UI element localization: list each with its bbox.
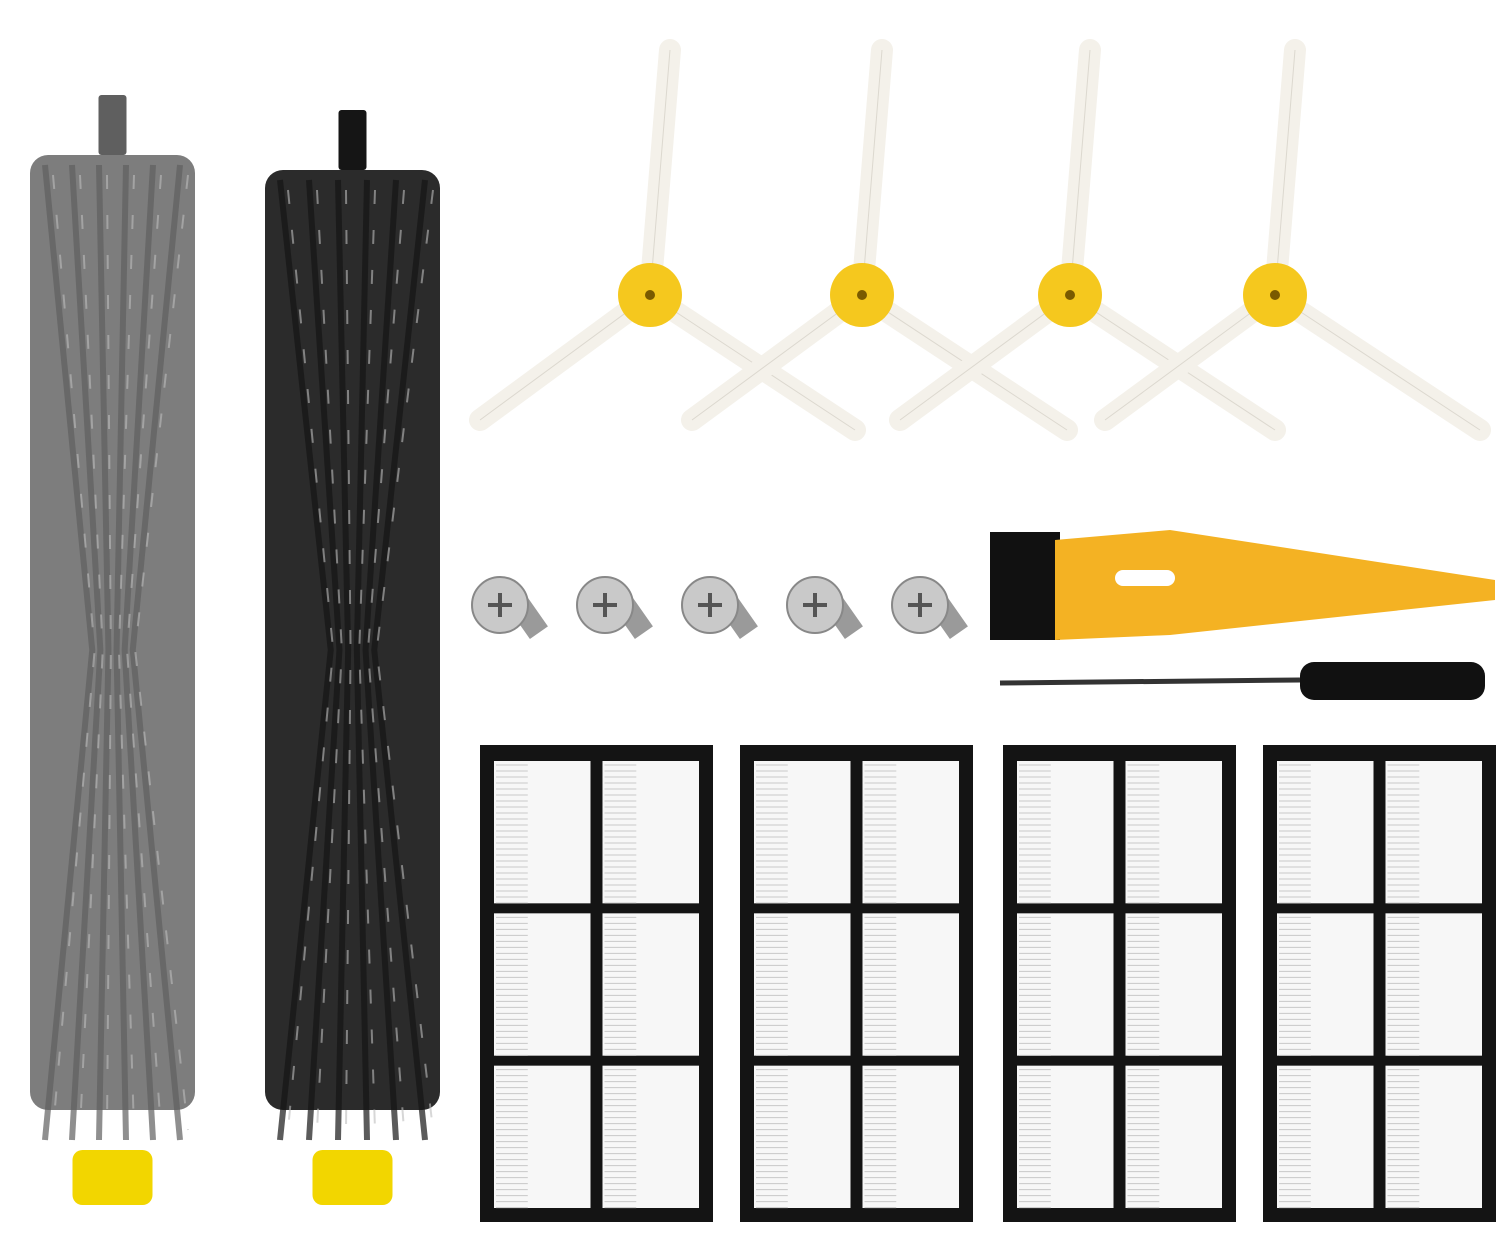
brush-arm-edge bbox=[1274, 49, 1296, 296]
side-brush bbox=[1094, 39, 1491, 441]
tool-bristles bbox=[990, 532, 1060, 640]
filter-panel bbox=[602, 913, 699, 1056]
tool-handle bbox=[1055, 530, 1495, 640]
screw bbox=[576, 576, 653, 639]
brush-arm-edge bbox=[861, 49, 883, 296]
filter-panel bbox=[494, 913, 591, 1056]
screw bbox=[891, 576, 968, 639]
filter-panel bbox=[1125, 761, 1222, 904]
screw bbox=[681, 576, 758, 639]
screw bbox=[786, 576, 863, 639]
hepa-filter bbox=[480, 745, 713, 1222]
hepa-filter bbox=[740, 745, 973, 1222]
screwdriver-handle bbox=[1300, 662, 1485, 700]
brush-hub-hole bbox=[645, 290, 655, 300]
phillips-slot bbox=[908, 593, 932, 617]
roller-blade bbox=[371, 179, 428, 1141]
phillips-slot bbox=[698, 593, 722, 617]
screwdriver bbox=[999, 662, 1485, 700]
roller-blade bbox=[335, 179, 352, 1141]
tool-slot bbox=[1115, 570, 1175, 586]
filter-panel bbox=[754, 1065, 851, 1208]
phillips-slot bbox=[488, 593, 512, 617]
brush-hub-hole bbox=[857, 290, 867, 300]
side-brush bbox=[469, 39, 866, 441]
filter-panel bbox=[862, 761, 959, 904]
phillips-slot bbox=[593, 593, 617, 617]
filter-panel bbox=[1385, 761, 1482, 904]
filter-panel bbox=[602, 761, 699, 904]
filter-panel bbox=[1385, 1065, 1482, 1208]
roller-blade bbox=[121, 164, 156, 1141]
filter-panel bbox=[1125, 1065, 1222, 1208]
roller-body bbox=[30, 155, 195, 1110]
filter-panel bbox=[1125, 913, 1222, 1056]
filter-panel bbox=[1277, 761, 1374, 904]
roller-shaft bbox=[98, 95, 127, 155]
roller-blade bbox=[362, 179, 399, 1141]
roller-blade bbox=[129, 164, 183, 1141]
cleaning-tool bbox=[990, 530, 1495, 640]
brush-arm-edge bbox=[899, 294, 1071, 421]
brush-arm-edge bbox=[479, 294, 651, 421]
roller-blade bbox=[42, 164, 96, 1141]
roller-blade bbox=[113, 164, 129, 1141]
brush-arm-edge bbox=[1069, 49, 1091, 296]
filter-panel bbox=[1385, 913, 1482, 1056]
filter-panel bbox=[602, 1065, 699, 1208]
hepa-filter bbox=[1263, 745, 1496, 1222]
filter-panel bbox=[494, 761, 591, 904]
side-brush bbox=[889, 39, 1286, 441]
roller-end-cap bbox=[72, 1150, 153, 1205]
hepa-filter bbox=[1003, 745, 1236, 1222]
brush-arm-edge bbox=[691, 294, 863, 421]
brush-hub-hole bbox=[1270, 290, 1280, 300]
filter-panel bbox=[862, 913, 959, 1056]
roller-blade bbox=[353, 179, 370, 1141]
filter-panel bbox=[1277, 1065, 1374, 1208]
roller-shaft bbox=[338, 110, 367, 170]
brush-hub-hole bbox=[1065, 290, 1075, 300]
filter-panel bbox=[862, 1065, 959, 1208]
roller-gray bbox=[30, 95, 195, 1205]
roller-blade bbox=[96, 164, 112, 1141]
roller-end-cap bbox=[312, 1150, 393, 1205]
filter-panel bbox=[1017, 1065, 1114, 1208]
filter-panel bbox=[1017, 761, 1114, 904]
roller-blade bbox=[69, 164, 104, 1141]
filter-panel bbox=[494, 1065, 591, 1208]
phillips-slot bbox=[803, 593, 827, 617]
roller-blade bbox=[306, 179, 343, 1141]
brush-arm-edge bbox=[1274, 294, 1481, 431]
screwdriver-shaft bbox=[999, 677, 1301, 686]
brush-arm-edge bbox=[649, 49, 671, 296]
filter-panel bbox=[1017, 913, 1114, 1056]
filter-panel bbox=[754, 913, 851, 1056]
filter-panel bbox=[1277, 913, 1374, 1056]
side-brush bbox=[681, 39, 1078, 441]
screw bbox=[471, 576, 548, 639]
roller-blade bbox=[277, 179, 334, 1141]
roller-black bbox=[265, 110, 440, 1205]
brush-arm-edge bbox=[1104, 294, 1276, 421]
filter-panel bbox=[754, 761, 851, 904]
